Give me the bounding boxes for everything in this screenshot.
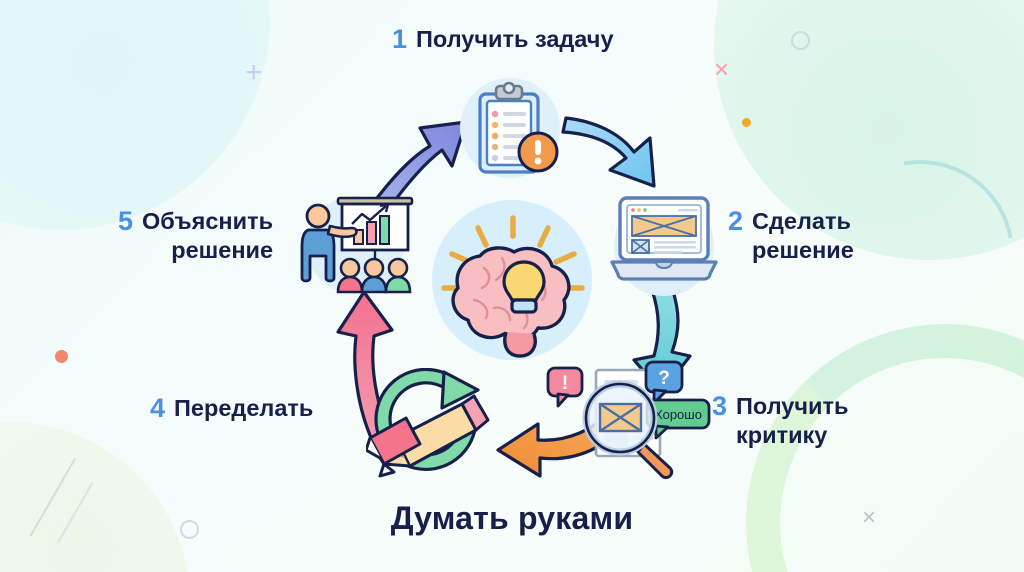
presentation-audience-icon	[300, 196, 414, 294]
step-4-label: 4 Переделать	[150, 394, 313, 423]
dot-coral	[55, 350, 68, 363]
clipboard-checklist-icon	[478, 81, 559, 174]
decor-blob-top-left	[0, 0, 270, 230]
step-5-label: 5 Объяснить решение	[118, 207, 273, 265]
step-2-label: 2 Сделать решение	[728, 207, 854, 265]
bubble-question: ?	[644, 360, 684, 405]
decor-blob-bottom-left	[0, 422, 190, 572]
step-4-text: Переделать	[174, 395, 314, 421]
plus-mark: +	[245, 56, 263, 89]
step-4-number: 4	[150, 393, 166, 423]
step-1-number: 1	[392, 24, 408, 54]
magnifier-feedback-icon: ! ? Хорошо	[546, 360, 711, 480]
step-1-text: Получить задачу	[416, 26, 614, 52]
step-3-number: 3	[712, 391, 728, 421]
step-3-label: 3 Получить критику	[712, 392, 848, 450]
ring-outline	[791, 31, 810, 50]
step-3-text: Получить критику	[736, 393, 849, 448]
bubble-question-text: ?	[658, 368, 670, 389]
refresh-pencil-icon	[366, 368, 490, 478]
laptop-wireframe-icon	[610, 196, 718, 281]
bubble-approve-text: Хорошо	[654, 407, 702, 422]
step-2-text: Сделать решение	[752, 208, 854, 263]
decor-arc-3	[0, 0, 237, 237]
step-5-text: Объяснить решение	[142, 208, 274, 263]
bubble-alert: !	[546, 366, 584, 408]
bubble-alert-text: !	[562, 373, 568, 394]
page-title: Думать руками	[390, 500, 634, 536]
arrow-1-to-2	[561, 116, 656, 188]
dot-orange	[742, 118, 751, 127]
cross-mark: ×	[714, 54, 730, 84]
step-1-label: 1 Получить задачу	[392, 25, 614, 54]
brain-lightbulb-icon	[441, 215, 585, 358]
bubble-approve: Хорошо	[645, 398, 711, 440]
step-2-number: 2	[728, 206, 744, 236]
decor-arc-2	[0, 0, 188, 193]
lightbulb-icon	[502, 260, 546, 314]
step-5-number: 5	[118, 206, 134, 236]
decor-arc-1	[0, 0, 188, 193]
